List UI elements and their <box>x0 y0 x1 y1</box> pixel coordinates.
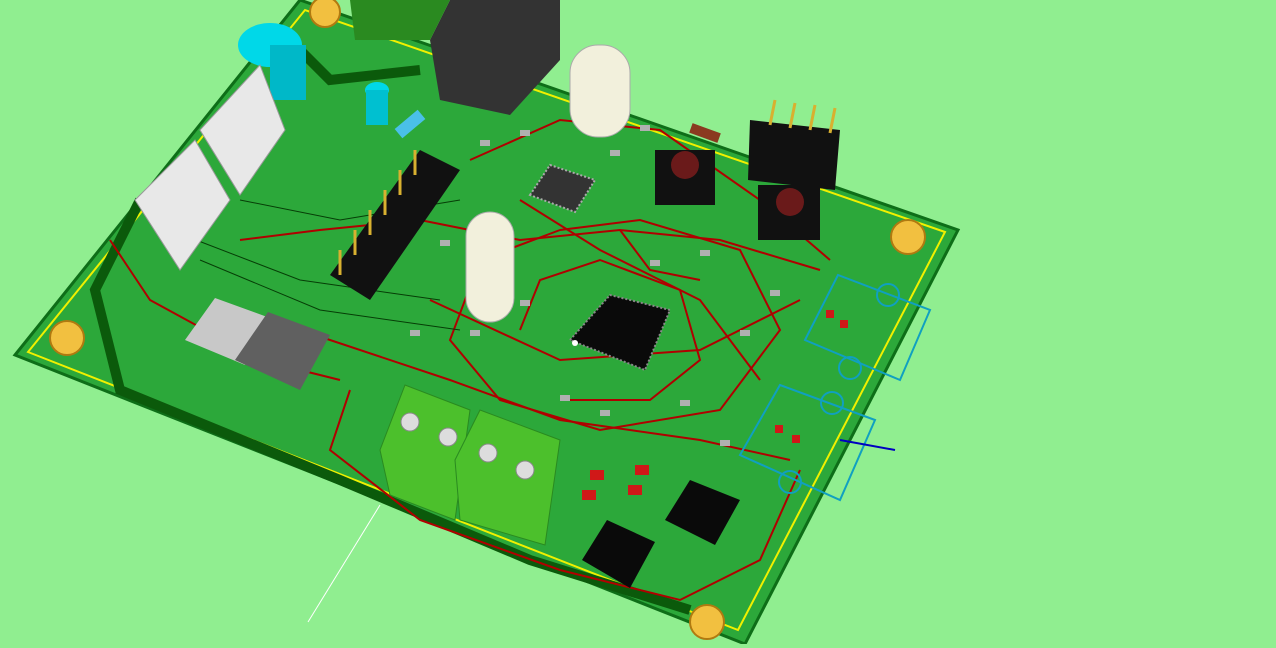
mcu-chip <box>568 293 672 372</box>
footprint-outlines <box>738 273 932 502</box>
jst-connector <box>134 139 231 271</box>
diode <box>689 123 721 143</box>
axis-z <box>839 439 896 451</box>
smd-pads <box>410 125 780 446</box>
box-header-pins <box>768 99 837 134</box>
red-pads <box>582 310 848 500</box>
mounting-screws <box>49 0 926 640</box>
axis-x <box>307 504 381 623</box>
box-header <box>748 120 840 190</box>
mosfet <box>582 520 655 588</box>
jst-connector <box>199 64 286 196</box>
pin-header <box>330 150 460 300</box>
header-pins <box>338 150 417 275</box>
crystal-oscillator <box>465 211 515 323</box>
green-module <box>350 0 450 40</box>
terminal-screws <box>400 412 535 480</box>
terminal-block <box>454 409 561 546</box>
resistor <box>394 109 426 139</box>
small-qfp-chip <box>528 163 597 214</box>
mosfet <box>665 480 740 545</box>
voltage-regulator <box>235 312 330 390</box>
crystal-oscillator <box>569 44 631 138</box>
relay-block <box>430 0 560 115</box>
